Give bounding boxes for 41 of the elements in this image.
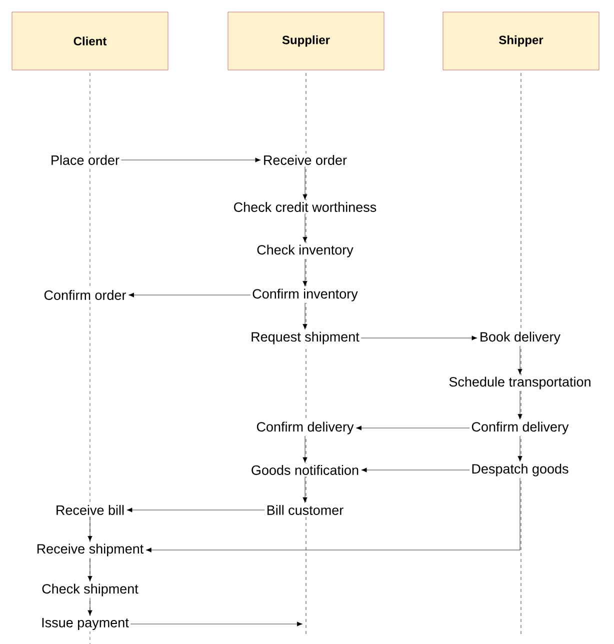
arrow xyxy=(302,166,308,200)
step-label: Book delivery xyxy=(478,330,562,346)
step-label: Confirm order xyxy=(42,288,128,302)
lifeline-header-box: Shipper xyxy=(442,12,600,70)
arrow xyxy=(146,478,520,552)
step-label: Issue payment xyxy=(40,616,130,632)
step-label: Schedule transportation xyxy=(447,375,593,391)
arrow xyxy=(88,516,92,542)
arrow xyxy=(302,258,308,286)
step-label: Request shipment xyxy=(249,330,361,346)
lifeline-header-box: Client xyxy=(12,12,168,70)
arrow xyxy=(356,426,470,430)
arrow xyxy=(126,508,265,512)
arrow xyxy=(518,346,522,374)
step-label: Place order xyxy=(48,154,122,166)
arrow xyxy=(302,436,308,463)
step-label: Receive bill xyxy=(54,504,126,516)
step-label: Bill customer xyxy=(264,504,346,516)
step-label: Check inventory xyxy=(255,243,355,259)
arrow xyxy=(128,292,251,298)
step-label: Confirm delivery xyxy=(470,420,570,436)
step-label: Confirm delivery xyxy=(254,420,356,436)
arrow xyxy=(88,598,92,616)
step-label: Confirm inventory xyxy=(250,287,360,303)
arrow xyxy=(302,476,308,503)
step-label: Check shipment xyxy=(40,582,140,598)
lifeline-header-box: Supplier xyxy=(228,12,384,70)
arrow xyxy=(302,213,308,242)
arrow xyxy=(518,436,522,462)
step-label: Check credit worthiness xyxy=(232,200,378,214)
arrow xyxy=(518,390,522,420)
arrow xyxy=(121,158,261,162)
step-label: Goods notification xyxy=(249,464,361,476)
arrow xyxy=(88,558,92,582)
arrow xyxy=(130,622,302,626)
step-label: Despatch goods xyxy=(470,462,570,478)
step-label: Receive shipment xyxy=(34,542,146,558)
arrow xyxy=(302,302,308,330)
arrow xyxy=(361,468,470,472)
arrow xyxy=(360,336,478,340)
step-label: Receive order xyxy=(261,154,349,166)
